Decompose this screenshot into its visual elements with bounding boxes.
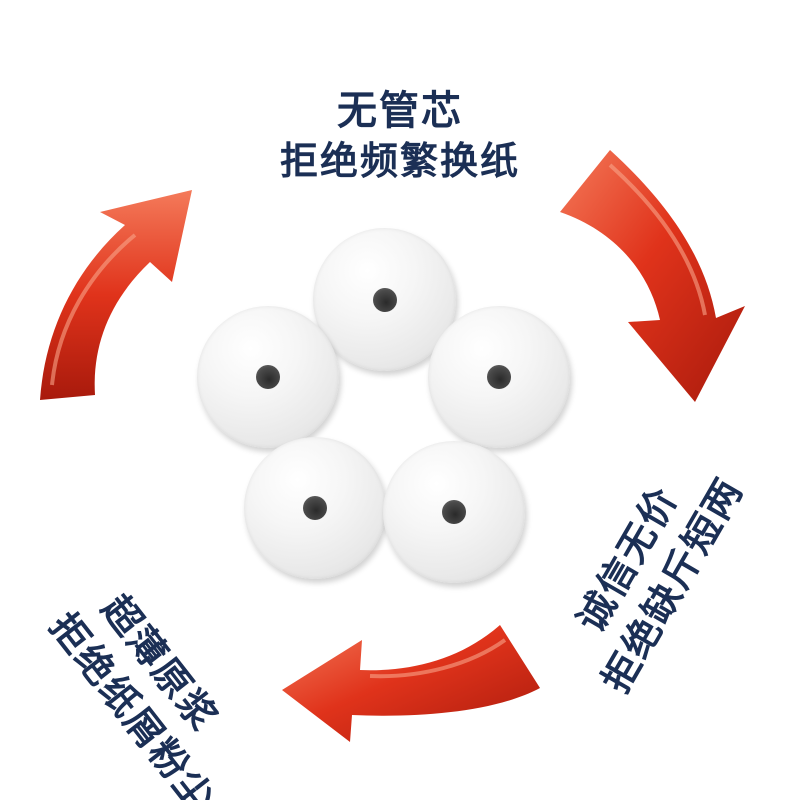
roll-core-hole: [487, 365, 511, 389]
arrow-highlight: [50, 233, 137, 386]
roll-core-hole: [256, 365, 280, 389]
paper-roll: [313, 228, 456, 371]
roll-core-hole: [372, 287, 397, 312]
paper-roll: [428, 306, 570, 448]
caption-top: 无管芯 拒绝频繁换纸: [0, 86, 800, 186]
roll-core-hole: [442, 500, 466, 524]
arrow-highlight: [608, 163, 707, 316]
paper-roll: [197, 306, 339, 448]
roll-core-hole: [303, 496, 327, 520]
arrow-bottom: [282, 625, 540, 742]
arrow-upper-right: [560, 150, 745, 402]
arrow-highlight: [369, 638, 507, 679]
caption-top-line1: 无管芯: [337, 88, 463, 134]
paper-roll: [383, 441, 525, 583]
arrow-upper-left: [40, 190, 192, 400]
caption-top-line2: 拒绝频繁换纸: [279, 139, 520, 183]
paper-roll: [244, 437, 386, 579]
